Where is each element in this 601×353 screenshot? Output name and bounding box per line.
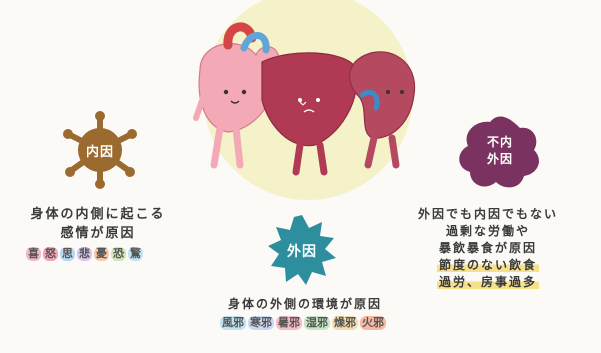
internal-badge-label: 内因: [85, 145, 114, 160]
evil-chip: 風邪: [220, 316, 246, 330]
neither-line-3: 暴飲暴食が原因: [438, 241, 537, 255]
evil-chip: 湿邪: [304, 316, 330, 330]
internal-line-2: 感情が原因: [60, 226, 136, 241]
neither-cause-description: 外因でも内因でもない 過剰な労働や 暴飲暴食が原因 節度のない飲食 過労、房事過…: [398, 206, 578, 291]
emotion-chip: 驚: [128, 247, 143, 261]
emotion-chip: 怒: [43, 247, 58, 261]
external-line-1: 身体の外側の環境が原因: [227, 297, 382, 311]
external-badge-label: 外因: [287, 244, 317, 260]
evil-chip: 寒邪: [248, 316, 274, 330]
six-evils-list: 風邪寒邪暑邪湿邪燥邪火邪: [220, 316, 386, 330]
seven-emotions-list: 喜怒思悲憂恐驚: [26, 247, 143, 261]
neither-badge-label-2: 外因: [486, 152, 513, 166]
liver-character: [261, 52, 358, 176]
neither-line-5-highlight: 過労、房事過多: [436, 275, 539, 289]
internal-line-1: 身体の内側に起こる: [30, 207, 166, 222]
neither-badge-label-1: 不内: [486, 135, 513, 149]
kidney-character: [348, 51, 416, 169]
neither-badge-label: 不内 外因: [478, 134, 522, 168]
internal-cause-description: 身体の内側に起こる 感情が原因: [18, 205, 178, 243]
neither-line-4: 節度のない飲食: [398, 257, 578, 274]
internal-cause-badge: [63, 111, 137, 189]
external-cause-description: 身体の外側の環境が原因: [205, 296, 405, 312]
neither-line-2: 過剰な労働や: [445, 224, 530, 238]
emotion-chip: 憂: [94, 247, 109, 261]
emotion-chip: 恐: [111, 247, 126, 261]
emotion-chip: 喜: [26, 247, 41, 261]
emotion-chip: 思: [60, 247, 75, 261]
evil-chip: 燥邪: [332, 316, 358, 330]
external-cause-badge: [268, 215, 336, 285]
evil-chip: 暑邪: [276, 316, 302, 330]
neither-cause-badge: [459, 116, 539, 188]
evil-chip: 火邪: [360, 316, 386, 330]
neither-line-4-highlight: 節度のない飲食: [436, 258, 539, 272]
neither-line-1: 外因でも内因でもない: [417, 207, 558, 221]
neither-line-5: 過労、房事過多: [398, 274, 578, 291]
emotion-chip: 悲: [77, 247, 92, 261]
